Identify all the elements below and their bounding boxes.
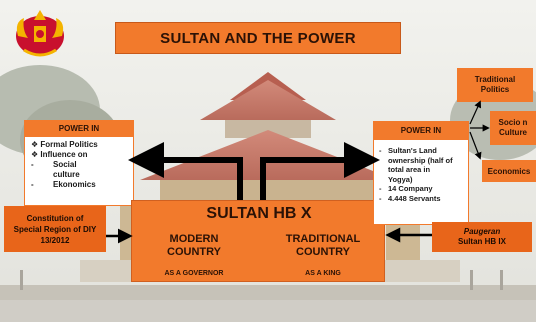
sultan-title: SULTAN HB X (206, 205, 312, 222)
socio-culture-box: Socio n Culture (490, 111, 536, 145)
governor-role: AS A GOVERNOR (164, 269, 224, 277)
traditional-country: TRADITIONAL COUNTRY (285, 233, 361, 258)
list-item: -Ekonomics (31, 180, 96, 189)
slide-title: SULTAN AND THE POWER (115, 22, 401, 54)
left-power-list: ❖ Formal Politics ❖ Influence on -Social… (24, 136, 134, 206)
list-item: - Sultan's Land ownership (half of total… (379, 146, 453, 184)
modern-country: MODERN COUNTRY (167, 233, 221, 258)
list-item: ❖ Formal Politics (31, 140, 98, 149)
list-item: - 14 Company (379, 184, 433, 193)
right-power-header: POWER IN (373, 121, 469, 139)
list-item: -Social (31, 160, 77, 169)
paugeran-box: Paugeran Sultan HB IX (432, 222, 532, 252)
traditional-politics-box: Traditional Politics (457, 68, 533, 102)
list-item: - 4.448 Servants (379, 193, 441, 203)
king-role: AS A KING (305, 269, 341, 277)
list-item: ❖ Influence on (31, 150, 88, 159)
economics-box: Economics (482, 160, 536, 182)
left-power-header: POWER IN (24, 120, 134, 136)
list-item: culture (53, 170, 80, 179)
sultan-box: SULTAN HB X MODERN COUNTRY TRADITIONAL C… (131, 200, 385, 282)
right-power-list: - Sultan's Land ownership (half of total… (373, 139, 469, 225)
royal-crest-icon (16, 10, 64, 57)
constitution-box: Constitution of Special Region of DIY 13… (4, 206, 106, 252)
